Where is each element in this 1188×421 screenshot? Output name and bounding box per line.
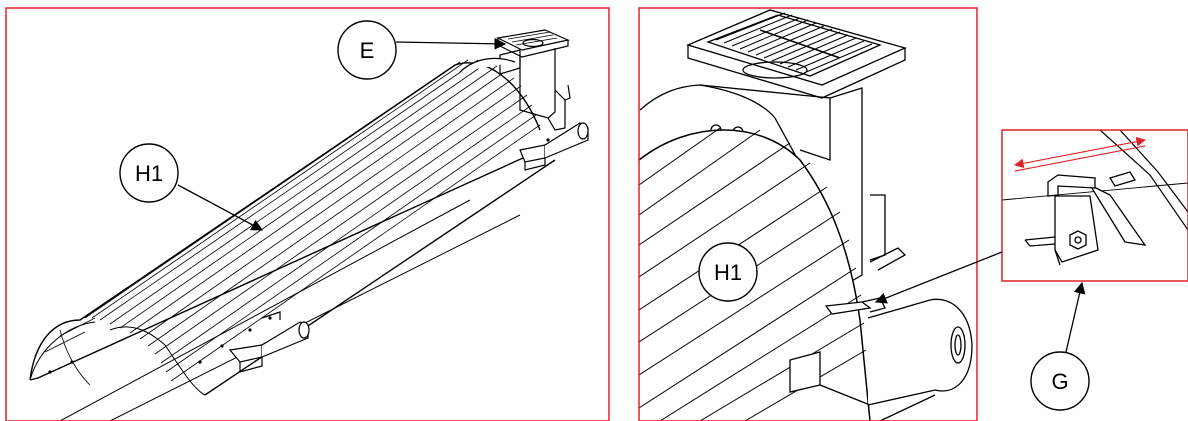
- callout-h1-detail-label: H1: [714, 260, 742, 285]
- callout-g-label: G: [1051, 369, 1068, 394]
- callout-e-overview: E: [337, 20, 507, 80]
- inset-leader-line: [874, 251, 1003, 304]
- overview-panel: E H1: [5, 7, 610, 421]
- overview-frame: [5, 7, 610, 421]
- inset-frame: [1001, 129, 1188, 282]
- inset-motion-arrow: [1014, 136, 1146, 172]
- callout-h1-overview: H1: [119, 143, 264, 231]
- callout-h1-label: H1: [135, 161, 163, 186]
- callout-h1-detail: H1: [698, 242, 758, 302]
- detail-panel: H1: [638, 7, 978, 421]
- callout-g-inset: G: [1030, 281, 1090, 411]
- detail-frame: [638, 7, 978, 421]
- inset-panel: G: [874, 129, 1188, 411]
- callout-e-label: E: [360, 38, 375, 63]
